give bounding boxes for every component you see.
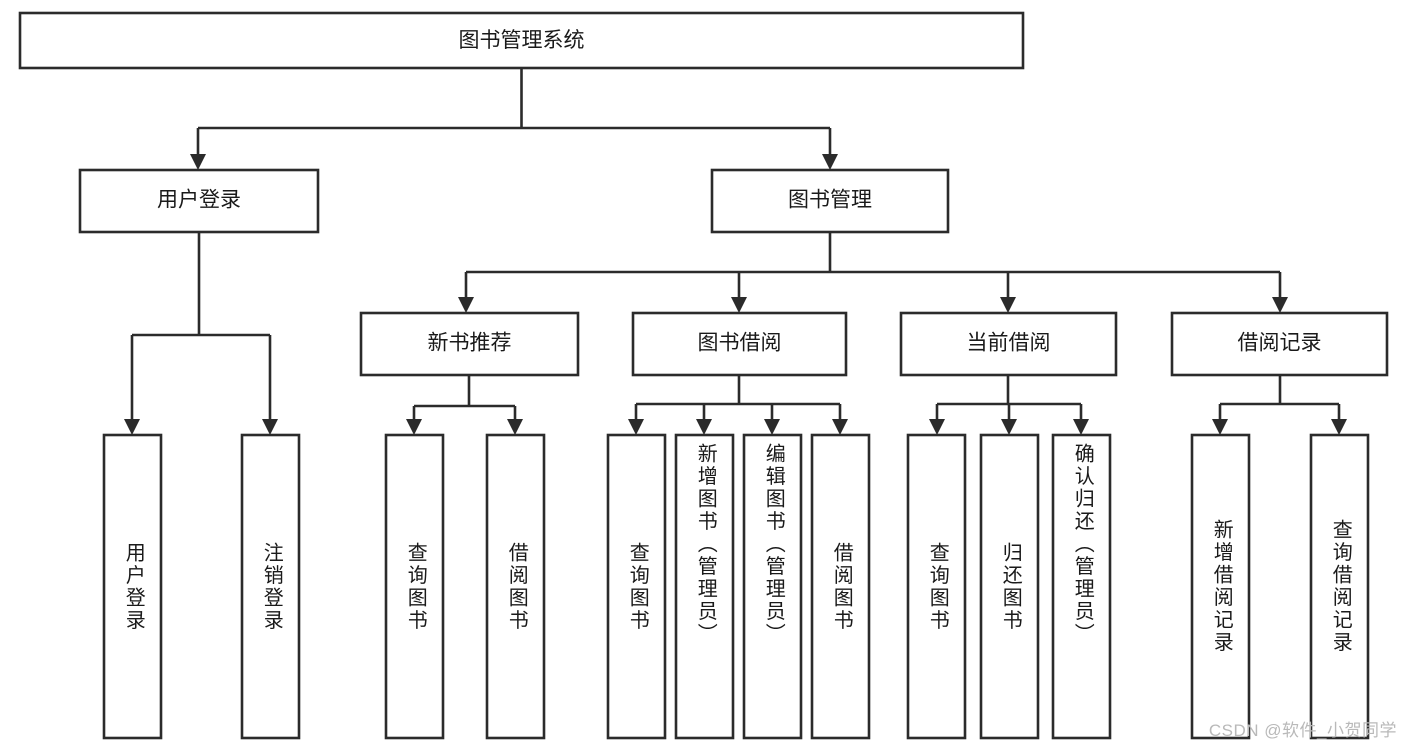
connector-root-bus xyxy=(198,68,830,130)
leaf-box-query-book-1[interactable] xyxy=(384,433,445,740)
node-current-borrow-box[interactable] xyxy=(899,311,1118,377)
leaf-box-logout[interactable] xyxy=(240,433,301,740)
leaf-box-add-record[interactable] xyxy=(1190,433,1251,740)
connector-newbook-bus xyxy=(414,375,515,408)
leaf-box-return-book[interactable] xyxy=(979,433,1040,740)
node-user-login-box[interactable] xyxy=(78,168,320,234)
arrow-bookmgmt-to-newbook xyxy=(458,297,474,313)
arrow-current-to-leaf-1 xyxy=(929,419,945,435)
node-book-borrow-label: 图书借阅 xyxy=(698,332,782,355)
arrow-bookmgmt-to-borrow xyxy=(731,297,747,313)
leaf-box-query-book-2[interactable] xyxy=(606,433,667,740)
node-borrow-record[interactable]: 借阅记录 xyxy=(1170,311,1389,377)
connector-record-bus xyxy=(1220,375,1339,406)
leaf-box-edit-book-admin[interactable] xyxy=(742,433,803,740)
node-new-book-recommend-box[interactable] xyxy=(359,311,580,377)
leaf-box-add-book-admin[interactable] xyxy=(674,433,735,740)
arrow-root-to-book-mgmt xyxy=(822,154,838,170)
node-user-login[interactable]: 用户登录 xyxy=(78,168,320,234)
leaf-box-group xyxy=(102,433,1370,740)
arrow-newbook-to-leaf-2 xyxy=(507,419,523,435)
node-new-book-recommend[interactable]: 新书推荐 xyxy=(359,311,580,377)
arrow-borrow-to-leaf-1 xyxy=(628,419,644,435)
node-root-label: 图书管理系统 xyxy=(459,29,585,52)
arrow-borrow-to-leaf-4 xyxy=(832,419,848,435)
node-book-management-box[interactable] xyxy=(710,168,950,234)
leaf-box-confirm-return[interactable] xyxy=(1051,433,1112,740)
arrow-bookmgmt-to-record xyxy=(1272,297,1288,313)
leaf-box-query-record[interactable] xyxy=(1309,433,1370,740)
node-borrow-record-label: 借阅记录 xyxy=(1238,332,1322,355)
arrow-borrow-to-leaf-2 xyxy=(696,419,712,435)
node-borrow-record-box[interactable] xyxy=(1170,311,1389,377)
arrow-record-to-leaf-1 xyxy=(1212,419,1228,435)
arrow-current-to-leaf-3 xyxy=(1073,419,1089,435)
arrow-current-to-leaf-2 xyxy=(1001,419,1017,435)
node-current-borrow[interactable]: 当前借阅 xyxy=(899,311,1118,377)
arrow-borrow-to-leaf-3 xyxy=(764,419,780,435)
node-root-box[interactable] xyxy=(18,11,1025,70)
arrow-bookmgmt-to-current xyxy=(1000,297,1016,313)
arrow-newbook-to-leaf-1 xyxy=(406,419,422,435)
node-book-management[interactable]: 图书管理 xyxy=(710,168,950,234)
arrow-root-to-user-login xyxy=(190,154,206,170)
connector-bookmgmt-bus xyxy=(466,232,1280,274)
leaf-box-borrow-book-1[interactable] xyxy=(485,433,546,740)
node-root[interactable]: 图书管理系统 xyxy=(18,11,1025,70)
arrow-userlogin-to-leaf-2 xyxy=(262,419,278,435)
leaf-box-user-login[interactable] xyxy=(102,433,163,740)
node-book-management-label: 图书管理 xyxy=(788,189,872,212)
leaf-box-query-book-3[interactable] xyxy=(906,433,967,740)
arrow-record-to-leaf-2 xyxy=(1331,419,1347,435)
arrow-userlogin-to-leaf-1 xyxy=(124,419,140,435)
connector-current-bus xyxy=(937,375,1081,406)
leaf-box-borrow-book-2[interactable] xyxy=(810,433,871,740)
node-book-borrow[interactable]: 图书借阅 xyxy=(631,311,848,377)
connector-userlogin-bus xyxy=(132,232,270,337)
connector-borrow-bus xyxy=(636,375,840,406)
node-new-book-recommend-label: 新书推荐 xyxy=(428,332,512,355)
connector-group xyxy=(124,68,1347,435)
node-book-borrow-box[interactable] xyxy=(631,311,848,377)
node-user-login-label: 用户登录 xyxy=(157,189,241,212)
csdn-watermark: CSDN @软件_小贺同学 xyxy=(1208,721,1397,740)
node-current-borrow-label: 当前借阅 xyxy=(967,332,1051,355)
